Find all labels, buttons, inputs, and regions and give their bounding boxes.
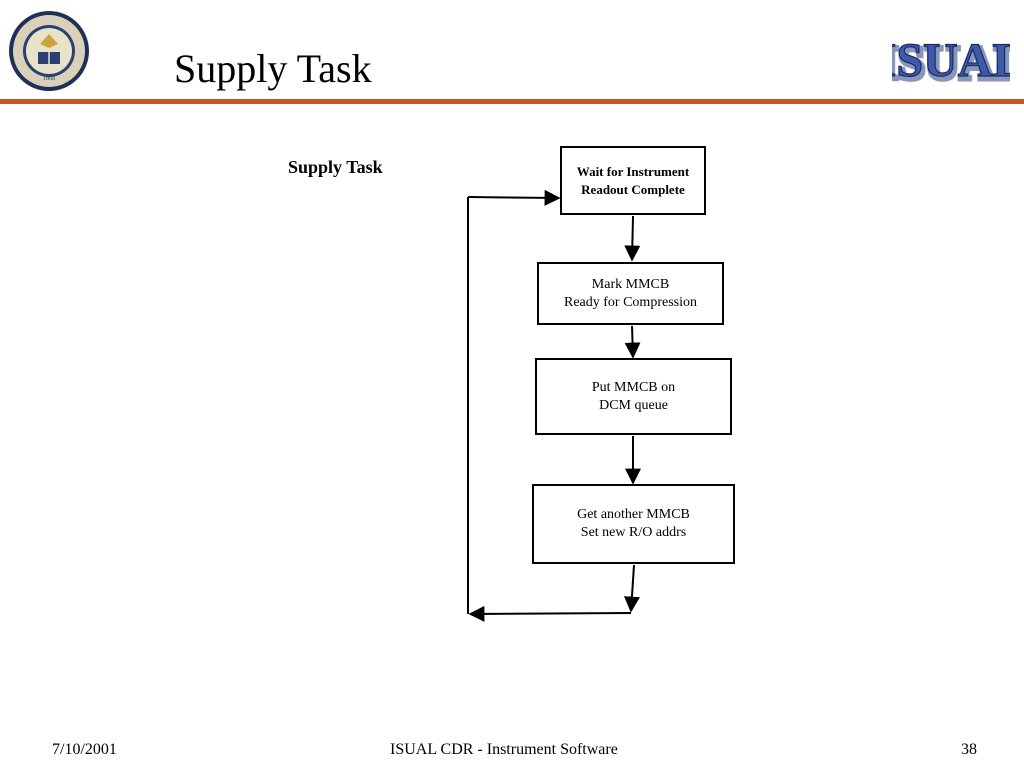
step-wait-readout: Wait for Instrument Readout Complete	[560, 146, 706, 215]
arrow-loop-top	[467, 189, 561, 206]
logo-text: ISUAL	[892, 34, 1010, 86]
arrow-loop-bottom	[468, 605, 632, 622]
page-number: 38	[961, 741, 977, 758]
step-line: Set new R/O addrs	[580, 525, 687, 540]
step-line: Put MMCB on	[591, 379, 676, 395]
step-line: Ready for Compression	[564, 294, 697, 310]
step-put-mmcb: Put MMCB on DCM queue	[535, 358, 732, 435]
footer-date: 7/10/2001	[52, 741, 117, 758]
university-seal-icon: 1868	[9, 11, 89, 91]
step-line: Readout Complete	[581, 181, 685, 197]
logo-shadow: ISUAL	[892, 37, 1010, 86]
arrow-step4-out	[623, 564, 640, 613]
step-line: DCM queue	[599, 397, 668, 413]
diagram-title: Supply Task	[288, 157, 383, 177]
step-get-mmcb: Get another MMCB Set new R/O addrs	[532, 484, 735, 564]
seal-year: 1868	[43, 76, 55, 82]
header-rule	[0, 99, 1024, 104]
footer-center: ISUAL CDR - Instrument Software	[390, 741, 618, 758]
arrow-step1-step2	[624, 215, 641, 262]
step-line: Wait for Instrument	[576, 163, 690, 179]
step-line: Mark MMCB	[591, 276, 670, 292]
arrow-step2-step3	[624, 325, 641, 359]
page-title: Supply Task	[174, 46, 372, 91]
step-mark-mmcb: Mark MMCB Ready for Compression	[537, 262, 724, 325]
isual-logo-icon: ISUAL ISUAL	[892, 33, 1010, 86]
step-line: Get another MMCB	[577, 507, 690, 522]
